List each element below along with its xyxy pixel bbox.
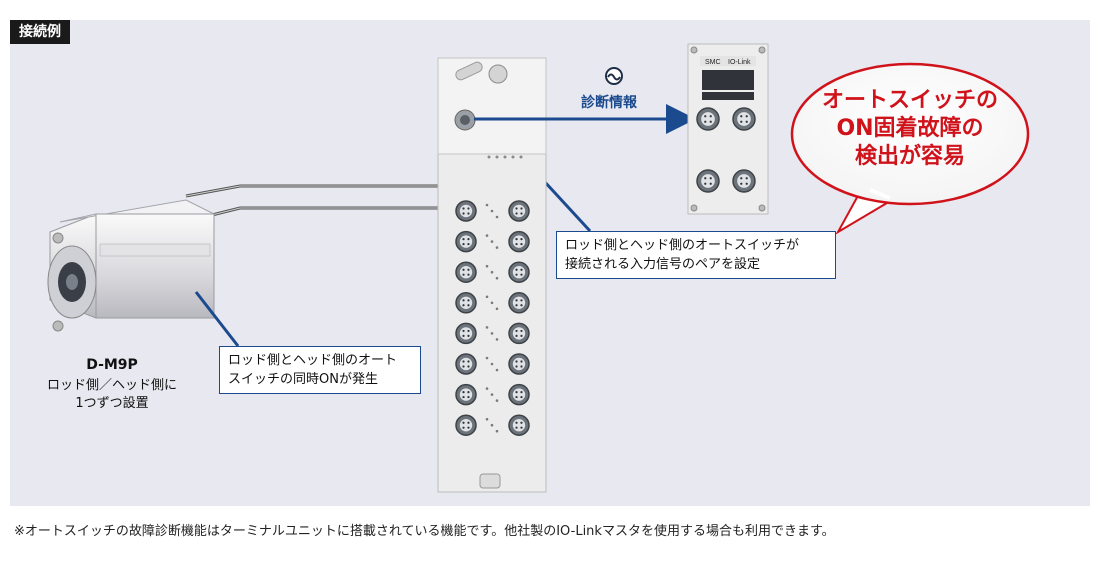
connector-port: [508, 414, 530, 436]
callout-input-pair: ロッド側とヘッド側のオートスイッチが 接続される入力信号のペアを設定: [556, 231, 836, 279]
indicator-led: [495, 338, 499, 341]
air-cylinder: [47, 199, 215, 332]
connector-port: [455, 414, 477, 436]
callout-input-pair-line-2: 接続される入力信号のペアを設定: [565, 257, 761, 272]
badge-line-3: 検出が容易: [854, 144, 965, 169]
indicator-led: [490, 209, 494, 213]
input-connectors: [455, 200, 530, 436]
indicator-led: [485, 264, 489, 268]
indicator-led: [490, 240, 494, 243]
indicator-led: [495, 246, 499, 249]
indicator-led: [495, 307, 499, 311]
io-link-master: SMC IO-Link: [687, 43, 769, 215]
callout-simultaneous-on: ロッド側とヘッド側のオート スイッチの同時ONが発生: [219, 346, 421, 394]
connector-port: [455, 383, 477, 406]
master-port: [732, 107, 756, 131]
connector-port: [455, 230, 477, 253]
indicator-led: [485, 234, 489, 237]
footnote: ※オートスイッチの故障診断機能はターミナルユニットに搭載されている機能です。他社…: [14, 524, 835, 539]
connector-port: [455, 261, 477, 283]
indicator-led: [490, 423, 494, 427]
indicator-led: [485, 203, 489, 207]
feature-badge: [790, 62, 1030, 235]
callout-input-pair-line-1: ロッド側とヘッド側のオートスイッチが: [565, 238, 800, 253]
indicator-led: [490, 393, 494, 396]
connector-port: [508, 200, 530, 222]
connector-port: [455, 200, 477, 222]
master-port: [696, 107, 720, 131]
connector-port: [508, 353, 530, 375]
indicator-led: [485, 417, 489, 421]
indicator-led: [485, 326, 489, 329]
sensor-description-line-1: ロッド側／ヘッド側に: [46, 378, 177, 393]
connector-port: [508, 322, 530, 345]
badge-line-2: ON固着故障の: [836, 116, 984, 141]
diagnostic-arrow: [474, 67, 696, 134]
indicator-led: [490, 332, 494, 335]
connector-port: [508, 230, 530, 253]
master-brand: SMC: [705, 59, 721, 66]
master-product: IO-Link: [728, 59, 751, 66]
indicator-led: [495, 276, 499, 280]
connector-port: [455, 353, 477, 375]
callout-simultaneous-on-line-2: スイッチの同時ONが発生: [228, 372, 378, 387]
connector-port: [455, 292, 477, 314]
master-port: [732, 169, 756, 193]
indicator-led: [490, 301, 494, 305]
terminal-unit: [437, 57, 547, 493]
sensor-model: D-M9P: [86, 357, 138, 373]
connector-port: [508, 261, 530, 283]
connector-port: [508, 292, 530, 314]
indicator-led: [495, 429, 499, 433]
sensor-description: ロッド側／ヘッド側に 1つずつ設置: [40, 377, 184, 413]
sensor-description-line-2: 1つずつ設置: [75, 396, 149, 411]
indicator-led: [495, 368, 499, 372]
indicator-led: [495, 399, 499, 402]
indicator-led: [485, 295, 489, 299]
section-tag: 接続例: [10, 20, 70, 44]
indicator-led: [495, 215, 499, 219]
master-ports: [696, 107, 756, 193]
indicator-led: [485, 387, 489, 390]
badge-text: オートスイッチの ON固着故障の 検出が容易: [790, 87, 1030, 171]
master-port: [696, 169, 720, 193]
connector-port: [455, 322, 477, 345]
indicator-led: [490, 362, 494, 366]
diagnostic-info-label: 診断情報: [581, 95, 637, 111]
indicator-led: [485, 356, 489, 360]
callout-simultaneous-on-line-1: ロッド側とヘッド側のオート: [228, 353, 398, 368]
indicator-led: [490, 270, 494, 274]
badge-line-1: オートスイッチの: [821, 88, 998, 113]
connector-port: [508, 383, 530, 406]
